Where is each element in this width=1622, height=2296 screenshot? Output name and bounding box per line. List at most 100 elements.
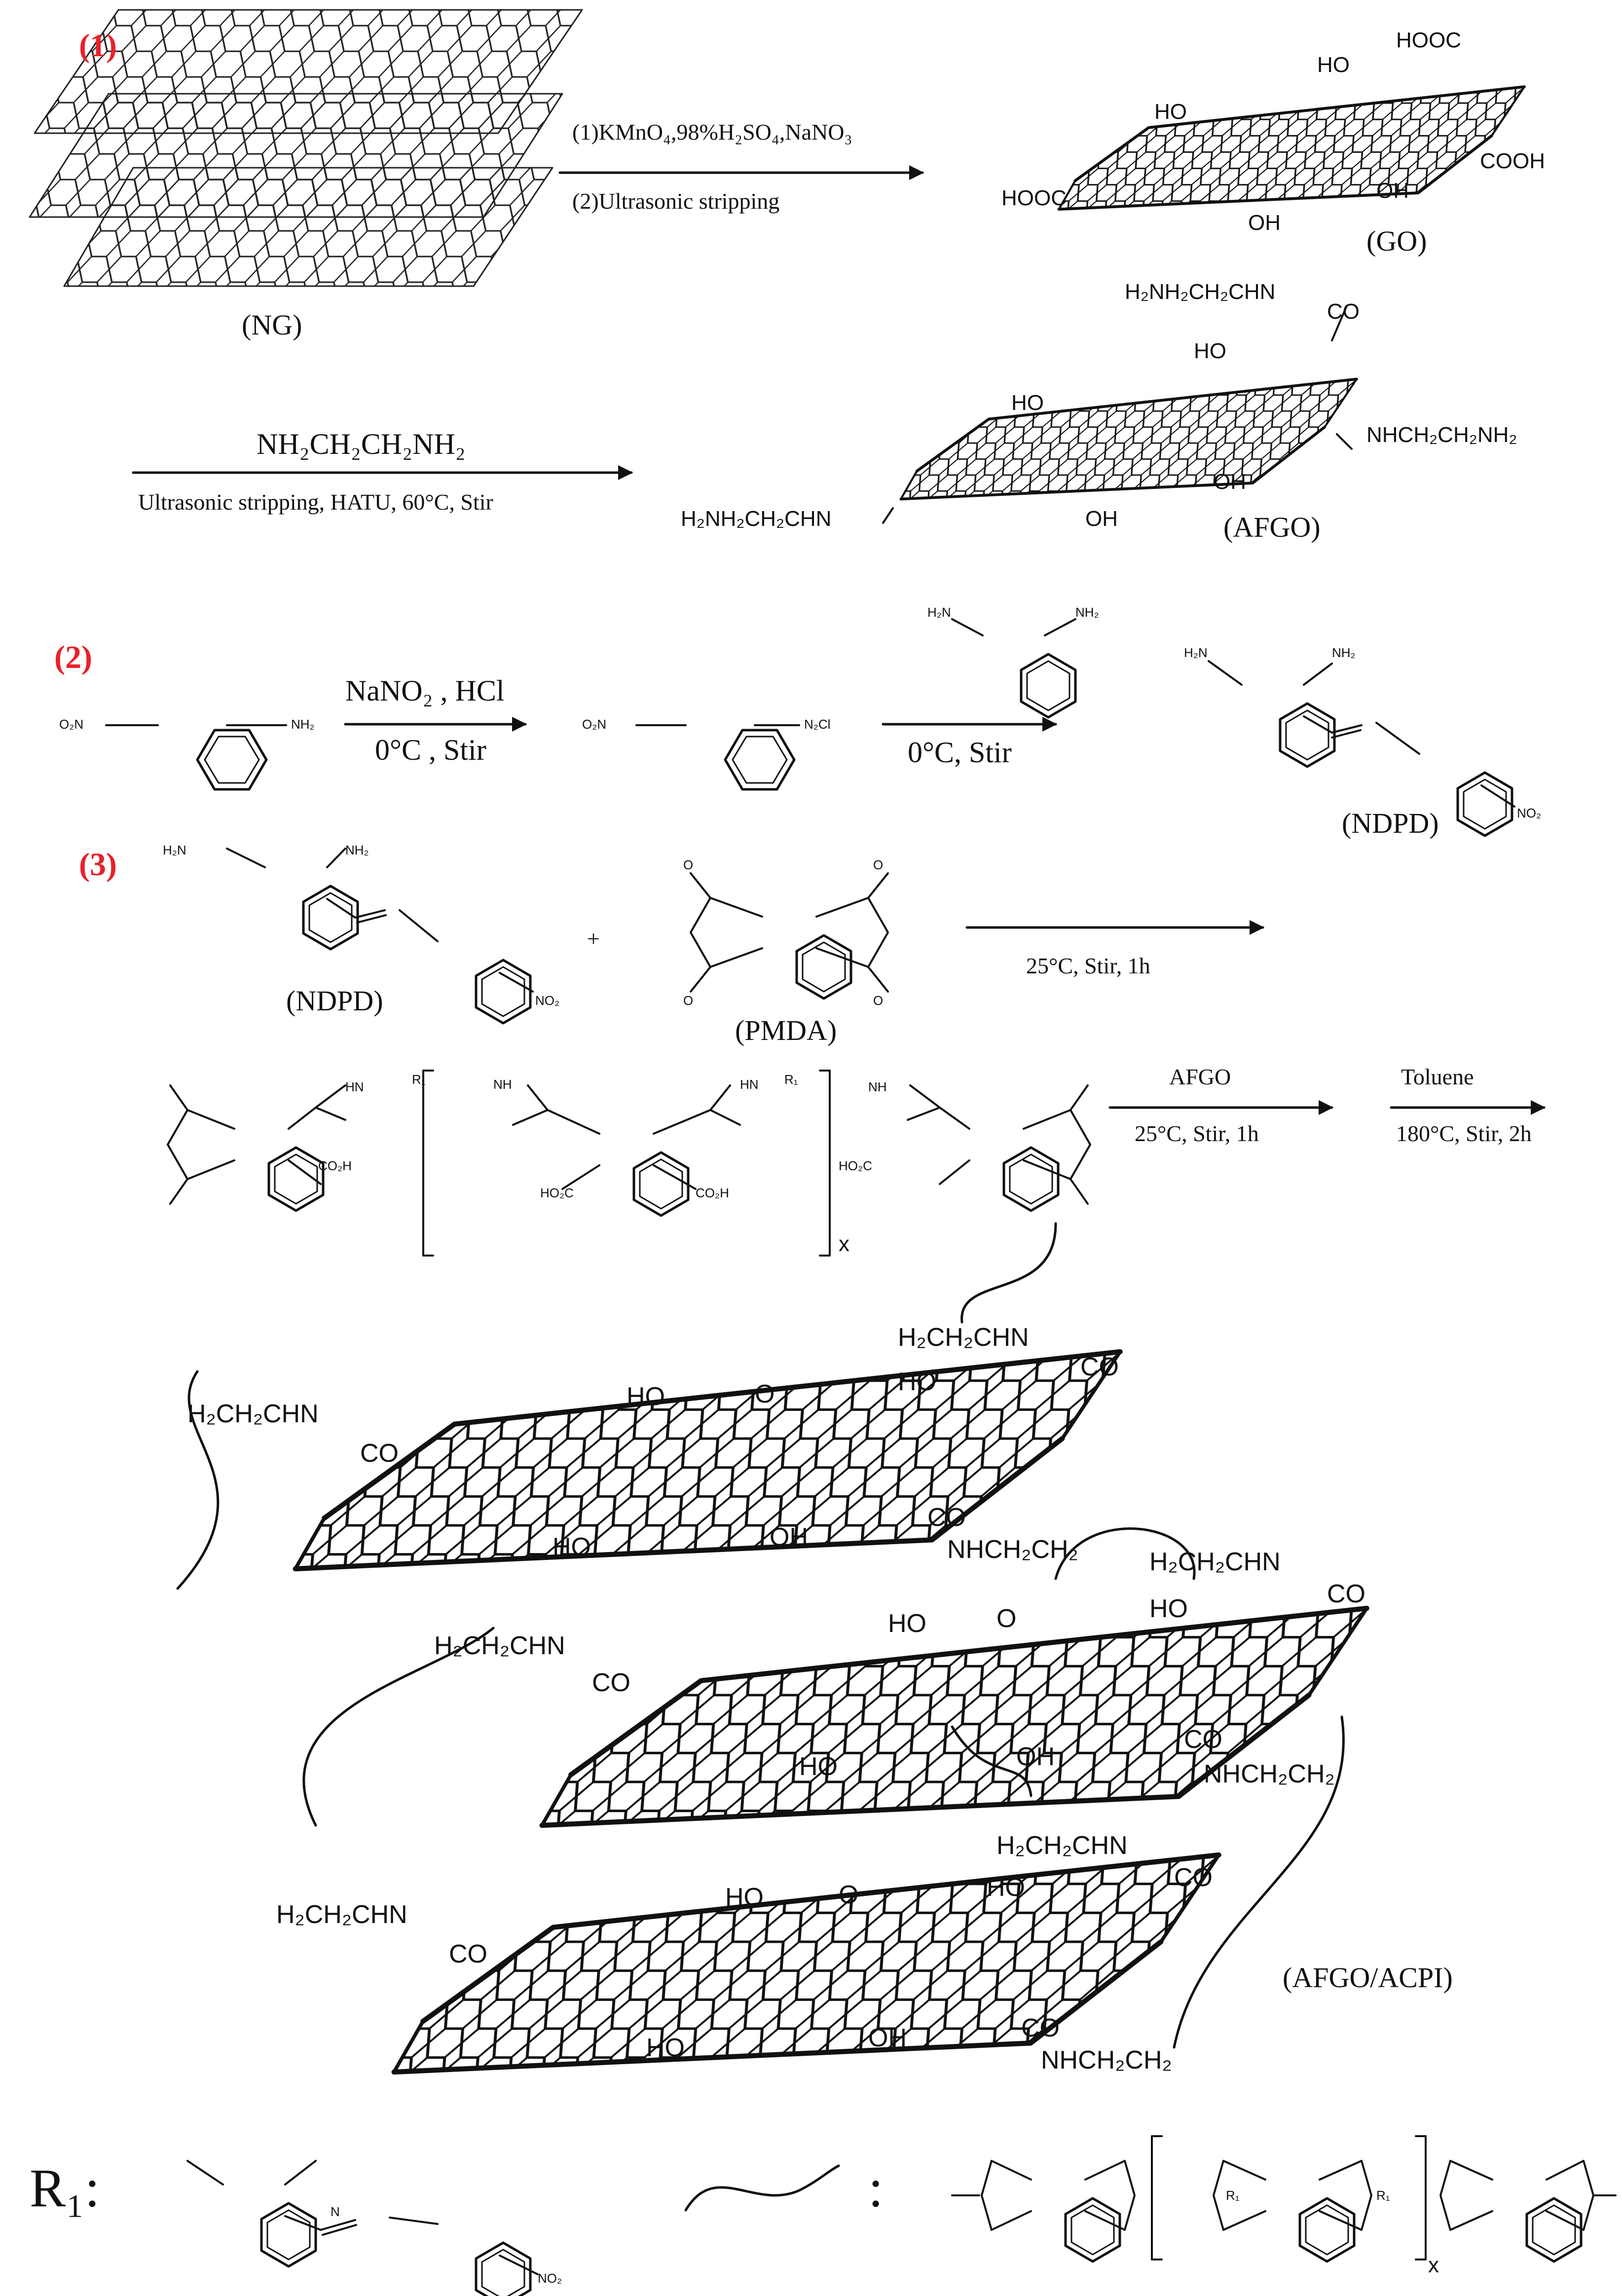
afgo-amine-top: H₂NH₂CH₂CHN [1125, 280, 1276, 304]
sheet2-link-left: H₂CH₂CHN [434, 1631, 565, 1660]
sheet2-ho-bottom: HO [799, 1752, 838, 1781]
ndpd-no2: NO₂ [1517, 806, 1542, 820]
step3b-condition-bottom: 25°C, Stir, 1h [1135, 1121, 1259, 1146]
r1-legend [186, 2135, 1617, 2296]
sheet3-ho-2: HO [987, 1873, 1025, 1902]
afgo-co-top: CO [1327, 299, 1360, 324]
step2b-condition-bottom: 0°C, Stir [908, 736, 1012, 769]
step3b-condition-top: AFGO [1169, 1064, 1231, 1089]
go-oh-group-2: OH [1248, 211, 1281, 235]
afgo-amine-right: NHCH₂CH₂NH₂ [1366, 423, 1517, 447]
m-phenylenediamine [951, 618, 1075, 717]
sheet2-link-up: H₂CH₂CHN [1149, 1548, 1281, 1576]
nitroaniline-o2n: O₂N [59, 717, 84, 732]
sheet3-ho-bottom: HO [646, 2034, 685, 2062]
sheet2-co-top: CO [1327, 1580, 1365, 1608]
sheet3-co-top: CO [1174, 1863, 1213, 1892]
r1-legend-label: R₁: [30, 2158, 100, 2218]
afgo-amine-left: H₂NH₂CH₂CHN [681, 507, 832, 531]
paa-ho2c-2: HO₂C [839, 1158, 872, 1173]
paa-ho2c: HO₂C [540, 1185, 574, 1200]
step2a-condition-bottom: 0°C , Stir [375, 734, 486, 766]
pmda-o4: O [873, 993, 884, 1008]
mpd-nh2: NH₂ [1075, 605, 1099, 620]
paa-r1-a: R₁ [412, 1072, 426, 1087]
chain-repeat-x: x [1428, 2253, 1439, 2277]
sheet2-co-bottom: CO [1184, 1725, 1222, 1754]
go-hooc-group-2: HOOC [1001, 186, 1067, 210]
sheet1-ho: HO [627, 1382, 665, 1411]
sheet1-ho-2: HO [898, 1368, 936, 1396]
paa-co2h-2: CO₂H [696, 1185, 729, 1200]
reaction-arrows [132, 165, 1546, 1115]
ndpd-product-label: (NDPD) [1342, 807, 1439, 839]
sheet3-co-left: CO [449, 1940, 487, 1968]
graphite-sheets [29, 9, 583, 287]
plus-sign: + [587, 926, 600, 951]
sheet3-o: O [839, 1881, 859, 1909]
pmda-o1: O [683, 857, 694, 872]
afgo-acpi-label: (AFGO/ACPI) [1283, 1962, 1453, 1994]
sheet1-ho-bottom: HO [553, 1533, 591, 1561]
go-oh-group: OH [1376, 179, 1409, 203]
ndpd-reactant-label: (NDPD) [286, 985, 383, 1017]
pmda-label: (PMDA) [735, 1014, 837, 1046]
sheet3-link-up: H₂CH₂CHN [996, 1831, 1128, 1860]
diazonium-o2n: O₂N [582, 717, 607, 732]
pmda-o2: O [873, 857, 884, 872]
step1b-condition-bottom: Ultrasonic stripping, HATU, 60°C, Stir [138, 489, 493, 515]
sheet1-link-up: H₂CH₂CHN [898, 1323, 1029, 1352]
pmda-o3: O [683, 993, 694, 1008]
sheet1-link-down: NHCH₂CH₂ [947, 1535, 1078, 1564]
sheet3-link-down: NHCH₂CH₂ [1041, 2046, 1172, 2074]
r1-n-1: N [331, 2204, 340, 2219]
go-label: (GO) [1366, 225, 1427, 257]
sheet1-co-left: CO [360, 1439, 399, 1468]
sheet3-co-bottom: CO [1021, 2014, 1060, 2042]
paa-nh-a: NH [493, 1077, 512, 1092]
chain-r1-b: R₁ [1376, 2188, 1390, 2203]
sheet1-co-top: CO [1080, 1353, 1119, 1381]
ndpd2-h2n: H₂N [163, 843, 186, 857]
afgo-acpi-composite [176, 1222, 1367, 2072]
mpd-h2n: H₂N [927, 605, 951, 620]
ng-label: (NG) [242, 309, 302, 341]
sheet1-oh: OH [770, 1523, 808, 1552]
step2a-condition-top: NaNO₂ , HCl [345, 674, 505, 707]
go-hooc-group: HOOC [1396, 28, 1461, 52]
paa-co2h: CO₂H [318, 1158, 352, 1173]
go-ho-group: HO [1317, 53, 1350, 77]
nitroaniline-nh2: NH₂ [291, 717, 315, 732]
ndpd-nh2: NH₂ [1332, 645, 1356, 660]
sheet3-oh: OH [868, 2024, 907, 2052]
step3a-condition: 25°C, Stir, 1h [1026, 953, 1150, 978]
paa-repeat-x: x [839, 1232, 849, 1256]
step-1-label: (1) [79, 28, 117, 64]
diazonium-salt [635, 724, 800, 789]
step1a-condition-top: (1)KMnO₄,98%H₂SO₄,NaNO₃ [572, 119, 852, 145]
polyamic-acid [167, 1070, 1091, 1257]
afgo-sheet [882, 305, 1357, 524]
step-2-label: (2) [54, 639, 92, 675]
r1-no2: NO₂ [538, 2271, 562, 2286]
afgo-oh-group: OH [1214, 470, 1246, 494]
go-ho-group-2: HO [1154, 100, 1187, 124]
chain-legend-colon: : [868, 2158, 884, 2218]
sheet2-oh: OH [1016, 1742, 1055, 1771]
pmda [690, 872, 889, 999]
nitroaniline [105, 724, 287, 789]
ndpd-product [1208, 660, 1515, 836]
sheet2-link-down: NHCH₂CH₂ [1204, 1760, 1335, 1788]
afgo-oh-group-2: OH [1085, 507, 1118, 531]
afgo-ho-group: HO [1194, 339, 1226, 363]
paa-r1-b: R₁ [784, 1072, 798, 1087]
step3c-condition-top: Toluene [1401, 1064, 1474, 1089]
paa-hn: HN [345, 1079, 364, 1094]
polyimide-chains [176, 1222, 1345, 2049]
ndpd-reactant [226, 848, 534, 1023]
sheet1-link-left: H₂CH₂CHN [187, 1400, 319, 1428]
sheet2-ho-2: HO [1149, 1594, 1188, 1623]
sheet3-ho: HO [725, 1883, 764, 1912]
sheet2-o: O [996, 1604, 1017, 1633]
